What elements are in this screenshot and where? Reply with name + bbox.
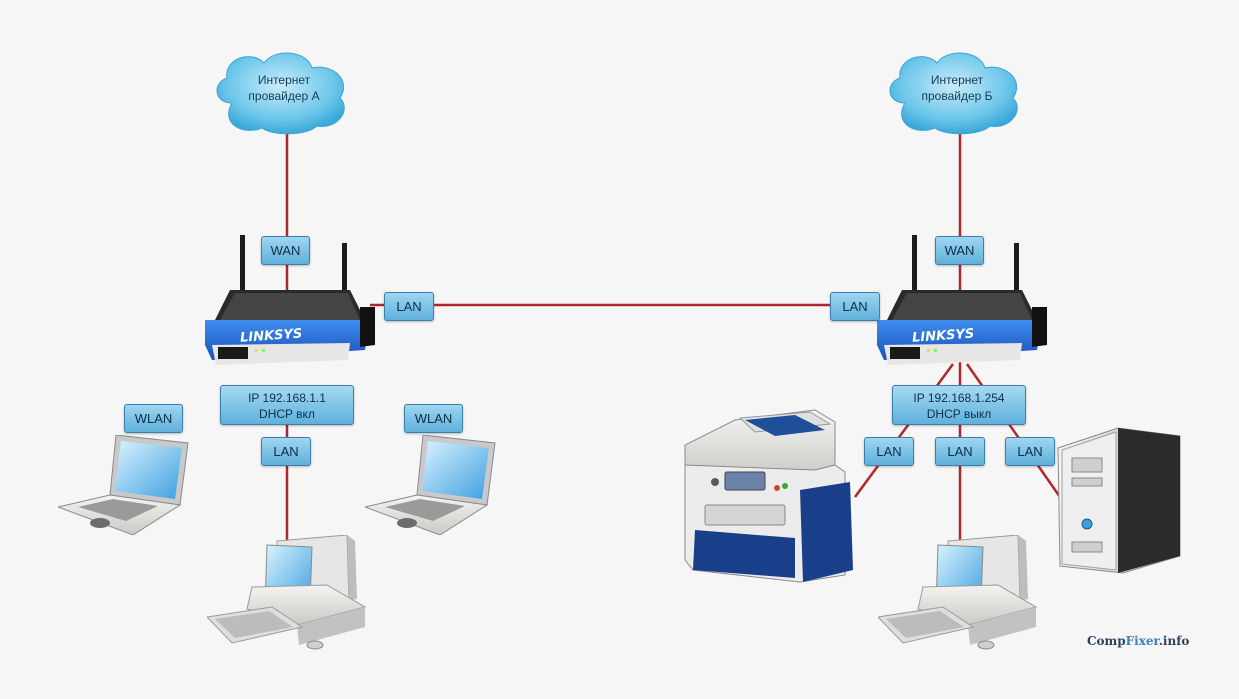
router-a-wan-tag: WAN xyxy=(261,236,310,265)
isp-a-cloud xyxy=(216,52,345,135)
router-a-ip-box: IP 192.168.1.1 DHCP вкл xyxy=(220,385,354,425)
router-b-lan-printer-tag: LAN xyxy=(864,437,914,466)
watermark-part3: .info xyxy=(1158,634,1190,648)
router-a-lan-pc-tag: LAN xyxy=(261,437,311,466)
isp-a-line1: Интернет xyxy=(257,73,311,87)
router-a-wlan-left-tag: WLAN xyxy=(124,404,183,433)
router-b-ip-box: IP 192.168.1.254 DHCP выкл xyxy=(892,385,1026,425)
desktop-b xyxy=(878,535,1037,650)
isp-a-label: Интернет провайдер А xyxy=(229,72,339,104)
router-b-lan-uplink-tag: LAN xyxy=(830,292,880,321)
router-b-wan-tag: WAN xyxy=(935,236,984,265)
printer-mfp xyxy=(684,409,853,583)
router-a-lan-uplink-tag: LAN xyxy=(384,292,434,321)
router-b-ip: IP 192.168.1.254 xyxy=(913,391,1005,405)
desktop-a xyxy=(207,535,366,650)
isp-b-line2: провайдер Б xyxy=(921,89,993,103)
watermark-part1: Comp xyxy=(1087,634,1126,648)
router-a-dhcp: DHCP вкл xyxy=(259,407,315,421)
router-b-lan-server-tag: LAN xyxy=(1005,437,1055,466)
router-a-wlan-right-tag: WLAN xyxy=(404,404,463,433)
router-a-ip: IP 192.168.1.1 xyxy=(248,391,326,405)
laptop-left xyxy=(58,435,189,535)
isp-b-line1: Интернет xyxy=(930,73,984,87)
isp-b-cloud xyxy=(889,52,1018,135)
server-tower xyxy=(1057,427,1181,574)
compfixer-watermark: CompFixer.info xyxy=(1087,634,1189,648)
router-b-dhcp: DHCP выкл xyxy=(926,407,992,421)
isp-a-line2: провайдер А xyxy=(248,89,320,103)
laptop-right xyxy=(365,435,496,535)
isp-b-label: Интернет провайдер Б xyxy=(902,72,1012,104)
router-b-lan-pc-tag: LAN xyxy=(935,437,985,466)
watermark-part2: Fixer xyxy=(1125,634,1159,648)
